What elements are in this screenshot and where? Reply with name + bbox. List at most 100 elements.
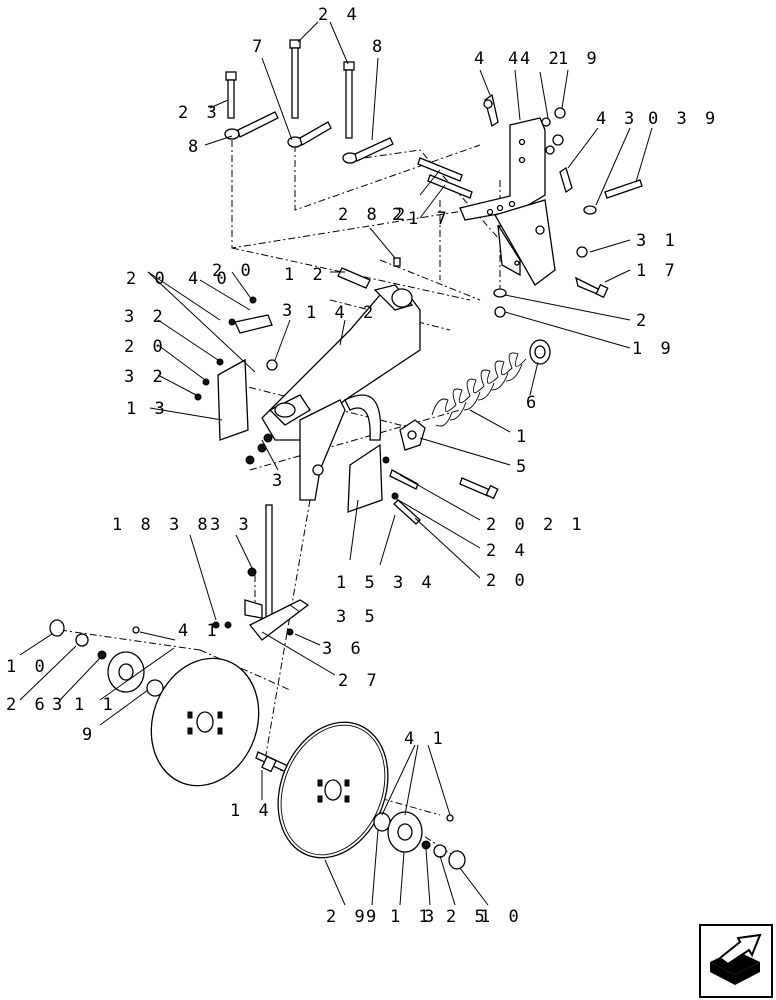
bolt-24-b xyxy=(343,61,355,139)
callout-12: 1 2 xyxy=(284,265,327,285)
pin-282 xyxy=(393,257,401,267)
callout-8-left: 8 xyxy=(188,137,202,157)
callout-20-c: 2 0 xyxy=(124,337,167,357)
bolt-039 xyxy=(583,179,643,215)
shank-27 xyxy=(244,504,310,641)
bolt-23 xyxy=(225,71,237,119)
callout-24-mid: 2 4 xyxy=(486,541,529,561)
callout-3-bottom: 3 xyxy=(424,907,438,927)
bolt-24-a xyxy=(289,39,301,119)
callout-7: 7 xyxy=(252,37,266,57)
callout-23: 2 3 xyxy=(178,103,221,123)
bolt-41-bottom xyxy=(446,814,454,822)
nut-25 xyxy=(433,844,447,858)
callout-36: 3 6 xyxy=(322,639,365,659)
callout-17-mid: 1 7 xyxy=(408,209,451,229)
hub-11-left xyxy=(107,651,145,693)
callout-5: 5 xyxy=(516,457,530,477)
plate-40 xyxy=(228,296,273,334)
callout-20-d: 2 0 xyxy=(486,571,529,591)
callout-35: 3 5 xyxy=(336,607,379,627)
spring-1 xyxy=(431,352,527,427)
callout-20-a: 2 0 xyxy=(126,269,169,289)
block-5 xyxy=(399,419,426,451)
callout-24-top: 2 4 xyxy=(318,5,361,25)
callout-3-mid: 3 xyxy=(282,301,296,321)
next-page-arrow-icon[interactable] xyxy=(699,924,773,998)
nut-33 xyxy=(247,567,257,577)
plate-1534 xyxy=(347,443,383,513)
nut-1838 xyxy=(212,621,232,629)
callout-3-left: 3 xyxy=(52,695,66,715)
callout-32-b: 3 2 xyxy=(124,367,167,387)
eyebolt-8-right xyxy=(342,137,394,164)
callout-27: 2 7 xyxy=(338,671,381,691)
callout-8-top: 8 xyxy=(372,37,386,57)
callout-41-bottom: 4 1 xyxy=(404,729,447,749)
callout-9-left: 9 xyxy=(82,725,96,745)
main-arm xyxy=(261,284,421,501)
bolt-36 xyxy=(286,628,294,636)
callout-11-left: 1 1 xyxy=(74,695,117,715)
callout-41-top: 4 1 xyxy=(178,621,221,641)
eyebolt-7 xyxy=(287,121,332,148)
upper-bracket xyxy=(459,117,556,286)
callout-4-a: 4 xyxy=(474,49,488,69)
callout-33: 3 3 xyxy=(210,515,253,535)
callout-1534: 1 5 3 4 xyxy=(336,573,436,593)
callout-282: 2 8 2 xyxy=(338,205,409,225)
callout-3: 3 xyxy=(624,109,638,129)
assembly-lines xyxy=(59,140,501,861)
callout-10-left: 1 0 xyxy=(6,657,49,677)
pin-44 xyxy=(483,93,499,128)
callout-1: 1 xyxy=(516,427,530,447)
washer-3-bottom xyxy=(421,840,431,850)
cap-6 xyxy=(529,339,551,365)
nut-26 xyxy=(75,633,89,647)
bearing-9-left xyxy=(146,679,164,697)
callout-11-bottom: 1 1 xyxy=(390,907,433,927)
callout-32-a: 3 2 xyxy=(124,307,167,327)
callout-31: 3 1 xyxy=(636,231,679,251)
callout-labels: 2 4 7 8 2 3 8 4 4 4 2 1 9 4 3 0 3 9 2 8 … xyxy=(6,5,715,927)
callout-10-bottom: 1 0 xyxy=(480,907,523,927)
callout-19-top: 1 9 xyxy=(558,49,601,69)
callout-4-c: 4 xyxy=(596,109,610,129)
washer-3-left xyxy=(97,650,107,660)
callout-6: 6 xyxy=(526,393,540,413)
callout-1838: 1 8 3 8 xyxy=(112,515,212,535)
callout-17-right: 1 7 xyxy=(636,261,679,281)
disc-left xyxy=(150,657,260,787)
callout-142: 1 4 2 xyxy=(306,303,377,323)
nut-31 xyxy=(576,246,588,258)
washer-2-nut-19 xyxy=(493,288,507,318)
leader-lines xyxy=(19,21,653,906)
nut-19-top xyxy=(541,107,566,155)
callout-19-right: 1 9 xyxy=(632,339,675,359)
callout-40: 4 0 xyxy=(188,269,231,289)
bolt-17-right xyxy=(575,276,609,299)
callout-13: 1 3 xyxy=(126,399,169,419)
disc-bottom-29 xyxy=(277,721,389,859)
spacer-12 xyxy=(337,267,371,289)
eyebolt-8-left xyxy=(224,111,279,140)
callout-3-low: 3 xyxy=(272,471,286,491)
hub-11-bottom xyxy=(387,811,423,853)
callout-9-bottom: 9 xyxy=(366,907,380,927)
nuts-3-low xyxy=(245,433,273,465)
bolts-2021-24-20 xyxy=(382,456,499,525)
callout-14: 1 4 xyxy=(230,801,273,821)
cap-10-bottom xyxy=(448,850,466,870)
callout-2021: 2 0 2 1 xyxy=(486,515,586,535)
callout-42: 4 2 xyxy=(520,49,563,69)
bearing-9-bottom xyxy=(373,812,391,832)
bolt-41-left xyxy=(132,626,140,634)
callout-2-mid: 2 xyxy=(392,205,406,225)
pin-4 xyxy=(559,166,573,194)
plate-13 xyxy=(194,358,249,441)
callout-2-right: 2 xyxy=(636,311,650,331)
callout-29: 2 9 xyxy=(326,907,369,927)
callout-25: 2 5 xyxy=(446,907,489,927)
